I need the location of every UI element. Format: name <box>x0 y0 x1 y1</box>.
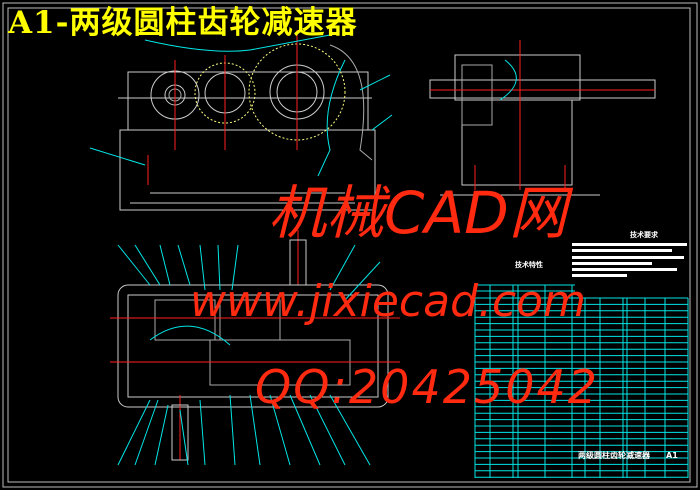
side-view <box>429 40 656 196</box>
watermark-site-name: 机械CAD网 <box>268 179 567 247</box>
leader-line <box>269 394 291 466</box>
front-view <box>89 30 393 211</box>
tech-characteristics-title: 技术特性 <box>515 261 543 269</box>
leader-line <box>329 244 356 291</box>
part-number-leaders <box>117 244 381 466</box>
tech-requirements-title: 技术要求 <box>630 231 658 239</box>
drawing-title: A1-两级圆柱齿轮减速器 <box>8 5 358 41</box>
leader-line <box>199 244 206 291</box>
top-view <box>110 230 400 461</box>
leader-line <box>231 244 239 291</box>
leader-line <box>199 399 206 466</box>
inner-frame <box>7 7 691 483</box>
title-block-drawing-name: 两级圆柱齿轮减速器 <box>578 451 650 460</box>
leader-line <box>134 399 159 466</box>
leader-line <box>344 261 381 301</box>
leader-line <box>159 244 171 286</box>
leader-line <box>134 244 161 286</box>
leader-line <box>289 394 321 466</box>
leader-line <box>249 394 261 466</box>
leader-line <box>117 399 151 466</box>
leader-line <box>154 404 169 466</box>
title-block-sheet-size: A1 <box>666 451 678 460</box>
leader-line <box>229 394 236 466</box>
leader-line <box>117 244 151 286</box>
tech-requirements-text <box>572 243 687 277</box>
leader-line <box>217 244 221 291</box>
watermark-qq: QQ:20425042 <box>255 360 600 414</box>
parts-list-table <box>474 284 689 478</box>
leader-line <box>309 394 346 466</box>
watermark-url: www.jixiecad.com <box>190 276 586 327</box>
leader-line <box>329 394 371 466</box>
leader-line <box>179 409 189 466</box>
leader-line <box>177 244 191 286</box>
